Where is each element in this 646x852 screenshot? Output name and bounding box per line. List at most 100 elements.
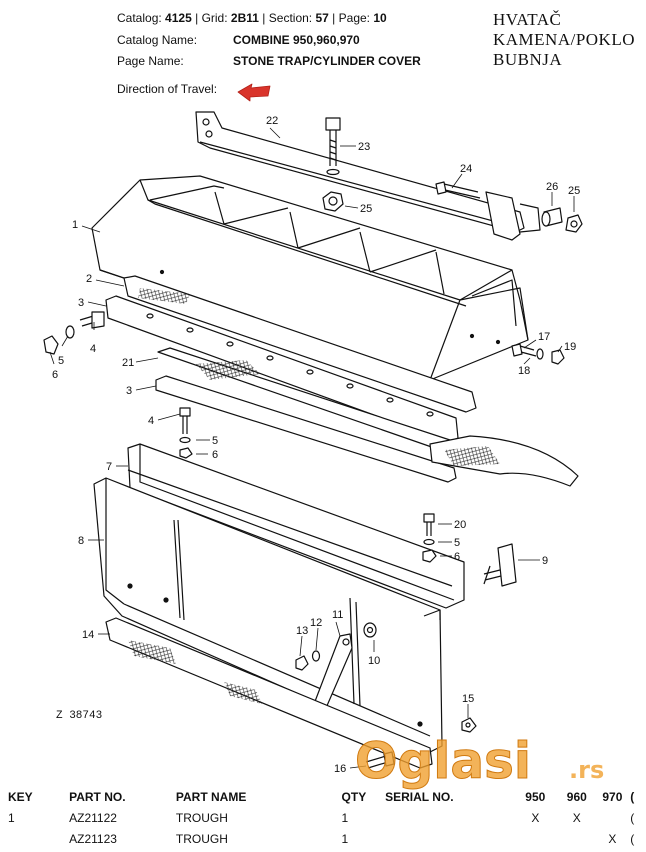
callout-21: 21: [122, 357, 134, 369]
page-label: Page:: [338, 11, 370, 25]
catalog-number: 4125: [165, 11, 192, 25]
cell-950: X: [531, 810, 540, 825]
part-21-screen: [157, 347, 451, 453]
page-name-value: STONE TRAP/CYLINDER COVER: [233, 54, 421, 68]
callout-3: 3: [78, 297, 84, 309]
cell-950: [512, 828, 559, 849]
col-qty: QTY: [341, 789, 367, 804]
part-9-latch: [483, 543, 517, 587]
table-row: 1 AZ21122 TROUGH 1 X X (: [0, 807, 646, 828]
col-part-name: PART NAME: [175, 789, 247, 804]
cell-970: [595, 807, 631, 828]
col-970: 970: [602, 789, 623, 804]
catalog-name-label: Catalog Name:: [117, 33, 198, 47]
callout-4-center: 4: [148, 415, 154, 427]
note-line-2: KAMENA/POKLO: [493, 30, 635, 49]
callout-10: 10: [368, 655, 380, 667]
callout-24: 24: [460, 163, 472, 175]
col-key: KEY: [8, 789, 33, 804]
direction-of-travel-label: Direction of Travel:: [117, 82, 218, 96]
cell-part-name: TROUGH: [175, 810, 228, 825]
leader-lines: [49, 127, 575, 769]
callout-19: 19: [564, 341, 576, 353]
cell-key: 1: [8, 810, 15, 825]
callout-6-center: 6: [212, 449, 218, 461]
direction-arrow-icon: [237, 83, 271, 102]
note-line-1: HVATAČ: [493, 10, 562, 29]
callout-16: 16: [334, 763, 346, 775]
part-10-roller: [363, 622, 377, 638]
part-13-nut: [295, 655, 309, 671]
bolt-group-right: [511, 343, 565, 365]
callout-4: 4: [90, 343, 96, 355]
table-row: AZ21123 TROUGH 1 X (: [0, 828, 646, 849]
bolt-group-20: [422, 513, 437, 563]
callout-11: 11: [332, 609, 343, 621]
page-value: 10: [373, 11, 387, 25]
part-12-washer: [311, 650, 321, 662]
watermark-text: Oglasi: [355, 732, 531, 790]
callout-6: 6: [52, 369, 58, 381]
callout-14: 14: [82, 629, 94, 641]
section-label: Section:: [268, 11, 313, 25]
callout-labels: 22 23 24 26 25 25 1 2 3 4 5 6 17 18 19 2…: [52, 115, 580, 775]
callout-17: 17: [538, 331, 550, 343]
catalog-label: Catalog:: [117, 11, 162, 25]
grid-value: 2B11: [230, 11, 259, 25]
callout-5: 5: [58, 355, 64, 367]
page-name-line: Page Name: STONE TRAP/CYLINDER COVER: [117, 54, 421, 68]
callout-5-center: 5: [212, 435, 218, 447]
callout-15: 15: [462, 693, 474, 705]
part-7-channel: [127, 443, 465, 609]
callout-2: 2: [86, 273, 92, 285]
section-value: 57: [315, 11, 329, 25]
callout-18: 18: [518, 365, 530, 377]
col-960: 960: [566, 789, 587, 804]
page-name-label: Page Name:: [117, 54, 184, 68]
part-8-cover: [93, 477, 443, 753]
callout-5-right: 5: [454, 537, 460, 549]
exploded-parts-diagram: 22 23 24 26 25 25 1 2 3 4 5 6 17 18 19 2…: [43, 83, 583, 775]
part-15-nut: [461, 717, 477, 733]
cell-more: (: [630, 810, 635, 825]
note-line-3: BUBNJA: [493, 50, 563, 69]
cell-960: X: [572, 810, 581, 825]
oglasi-logo-icon: Oglasi .rs: [355, 732, 605, 791]
cell-part-no: AZ21123: [69, 831, 117, 846]
part-2-screen: [123, 275, 477, 413]
callout-1: 1: [72, 219, 78, 231]
curved-screen: [429, 435, 579, 487]
grid-label: Grid:: [201, 11, 228, 25]
bolt-group-left: [43, 311, 105, 355]
callout-25: 25: [568, 185, 580, 197]
callout-23: 23: [358, 141, 370, 153]
part-25-nut: [565, 214, 583, 233]
callout-26: 26: [546, 181, 558, 193]
cell-part-no: AZ21122: [69, 810, 117, 825]
part-23-bolt: [325, 117, 341, 176]
cell-more: (: [630, 831, 635, 846]
cell-key: [0, 828, 69, 849]
cell-serial-no: [385, 828, 512, 849]
col-serial-no: SERIAL NO.: [385, 789, 454, 804]
watermark-suffix: .rs: [569, 756, 604, 784]
callout-25-center: 25: [360, 203, 372, 215]
part-26-bushing: [541, 207, 563, 227]
callout-13: 13: [296, 625, 308, 637]
callout-7: 7: [106, 461, 112, 473]
callout-6-right: 6: [454, 551, 460, 563]
bolt-group-center: [179, 407, 193, 459]
callout-22: 22: [266, 115, 278, 127]
cell-part-name: TROUGH: [175, 831, 228, 846]
drawing-code: Z 38743: [56, 710, 102, 722]
callout-12: 12: [310, 617, 322, 629]
part-25-nut-center: [322, 191, 344, 212]
part-3-lower-strip: [155, 375, 457, 483]
col-950: 950: [525, 789, 546, 804]
table-header-row: KEY PART NO. PART NAME QTY SERIAL NO. 95…: [0, 786, 646, 807]
handwritten-note: HVATAČ KAMENA/POKLO BUBNJA: [493, 10, 635, 70]
catalog-name-line: Catalog Name:COMBINE 950,960,970: [117, 33, 360, 47]
callout-3-lower: 3: [126, 385, 132, 397]
cell-960: [559, 828, 595, 849]
col-part-no: PART NO.: [69, 789, 126, 804]
